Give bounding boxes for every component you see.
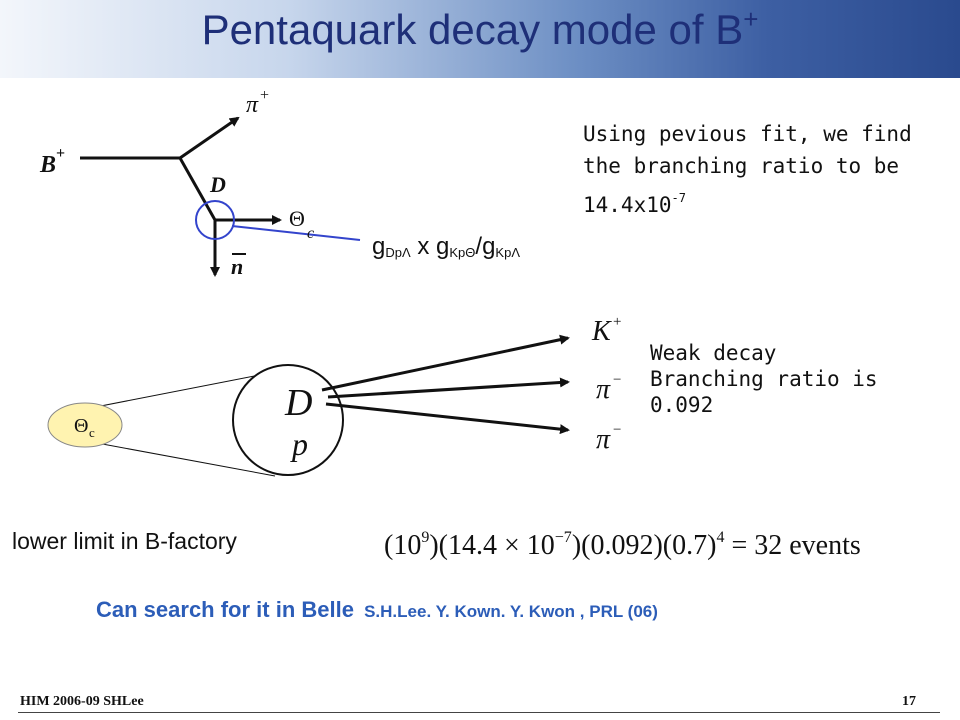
pi-minus-2-sup: − [613,422,621,438]
branching-fit-text: Using pevious fit, we find the branching… [583,118,923,221]
belle-main: Can search for it in Belle [96,597,354,622]
formula: (109)(14.4 × 10−7)(0.092)(0.7)4 = 32 eve… [384,529,861,561]
fit-line-1: Using pevious fit, we find [583,122,912,146]
lower-limit-label: lower limit in B-factory [12,528,237,554]
pi-plus-line [179,116,240,160]
weak-line-2: Branching ratio is [650,367,878,391]
coupling-g3-sub: KpΛ [495,245,521,260]
theta-c-sub: c [307,225,314,242]
fit-line-3-base: 14.4x10 [583,193,672,217]
fit-line-2: the branching ratio to be [583,154,900,178]
coupling-g3: g [482,233,496,260]
theta-c-label: Θ [289,206,305,231]
fit-line-3: 14.4x10-7 [583,182,923,221]
pi-minus-1-label: π [596,374,611,405]
p-in-circle: p [290,426,308,462]
k-plus-arrow [321,334,570,392]
title-sup: + [743,4,759,34]
title-bar [0,0,960,78]
coupling-g1-sub: DpΛ [385,245,411,260]
coupling-times: x [410,233,437,260]
dp-circle [232,364,344,476]
k-plus-label: K [591,316,612,347]
weak-line-3: 0.092 [650,393,714,417]
feynman-diagram: B + π + D Θ c n [39,87,361,279]
coupling-g2-sub: KpΘ [449,245,476,260]
d-in-circle: D [284,382,312,424]
theta-c-bubble-label: Θ [74,415,88,437]
coupling-pointer-line [231,225,361,241]
belle-search-text: Can search for it in Belle S.H.Lee. Y. K… [96,597,658,623]
title-main: Pentaquark decay mode of B [201,6,744,53]
pi-minus-1-arrow [327,377,570,399]
d-line [178,157,217,221]
event-formula: (109)(14.4 × 10−7)(0.092)(0.7)4 = 32 eve… [384,529,861,561]
n-bar-label: n [231,254,243,279]
slide-title: Pentaquark decay mode of B+ [0,4,960,54]
pi-minus-2-label: π [596,424,611,455]
coupling-slash: / [475,233,483,260]
footer-left: HIM 2006-09 SHLee [20,694,144,709]
pi-plus-label: π [246,92,259,118]
vertex-circle [195,200,235,240]
fit-line-3-exp: -7 [671,191,686,205]
cone-top-line [69,371,276,413]
coupling-g2: g [436,233,450,260]
theta-c-bubble [47,402,123,448]
pi-minus-2-arrow [325,402,570,435]
b-plus-label: B [39,152,56,178]
coupling-g1: g [372,233,386,260]
slide-number: 17 [902,694,916,709]
k-plus-sup: + [613,314,621,330]
weak-line-1: Weak decay [650,341,777,365]
footer-divider [18,712,940,713]
pi-plus-sup: + [260,87,269,104]
pi-minus-1-sup: − [613,372,621,388]
theta-c-bubble-sub: c [89,425,95,440]
belle-reference: S.H.Lee. Y. Kown. Y. Kwon , PRL (06) [364,602,658,621]
coupling-expression: gDpΛ x gKpΘ/gKpΛ [372,233,520,261]
d-label: D [209,172,226,197]
decay-diagram: Θ c D p K + π − π − [47,314,621,477]
weak-decay-text: Weak decay Branching ratio is 0.092 [650,340,878,418]
b-plus-sup: + [56,145,65,162]
